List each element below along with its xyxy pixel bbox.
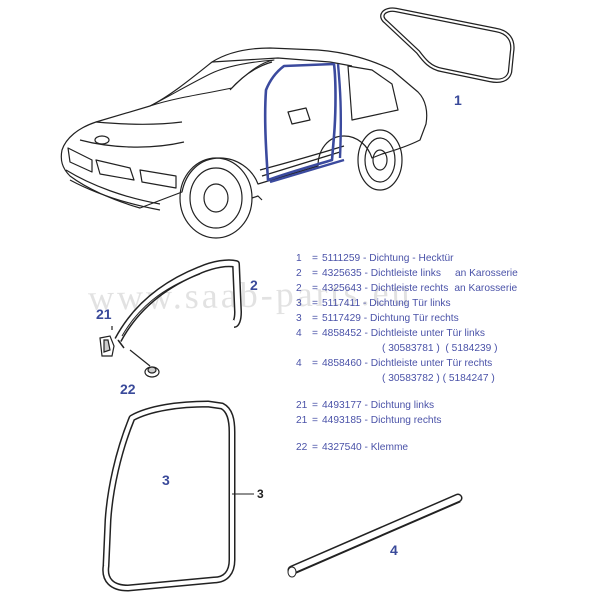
legend-item-number: 1 <box>296 253 302 264</box>
callout-4: 4 <box>390 542 398 558</box>
legend-item-number: 2 <box>296 283 302 294</box>
callout-2: 2 <box>250 277 258 293</box>
legend-row: 2 = 4325643 - Dichtleiste rechts an Karosse… <box>296 281 596 296</box>
legend-location-note: an Karosserie <box>454 283 518 294</box>
legend-item-number: 3 <box>296 298 302 309</box>
callout-22: 22 <box>120 381 136 397</box>
legend-location-note: an Karosserie <box>454 268 518 279</box>
callout-3-outer: 3 <box>257 487 264 501</box>
legend-part-number: 4493177 <box>322 400 362 411</box>
legend-separator: - <box>361 442 371 453</box>
legend-description: Dichtung links <box>370 400 435 411</box>
legend-equals: = <box>312 415 318 426</box>
legend-row: ( 30583781 ) ( 5184239 ) <box>296 341 596 356</box>
legend-item-number: 4 <box>296 358 302 369</box>
body-strip-part <box>114 259 242 349</box>
legend-row: 22 = 4327540 - Klemme <box>296 440 596 455</box>
legend-description: Dichtleiste unter Tür links <box>370 328 485 339</box>
legend-item-number: 21 <box>296 415 308 426</box>
legend-row: ( 30583782 ) ( 5184247 ) <box>296 371 596 386</box>
legend-separator: - <box>360 313 370 324</box>
legend-row: 3 = 5117411 - Dichtung Tür links <box>296 296 596 311</box>
legend-separator: - <box>361 415 371 426</box>
legend-item-number: 22 <box>296 442 308 453</box>
legend-equals: = <box>312 268 318 279</box>
legend-part-number: 4493185 <box>322 415 362 426</box>
legend-part-number: 4858452 <box>322 328 362 339</box>
legend-separator: - <box>361 328 371 339</box>
legend-row: 1 = 5111259 - Dichtung - Hecktür <box>296 251 596 266</box>
legend-equals: = <box>312 298 318 309</box>
legend-part-number: 4325643 <box>322 283 362 294</box>
legend-separator: - <box>361 268 371 279</box>
legend-item-number: 4 <box>296 328 302 339</box>
legend-description: Klemme <box>370 442 409 453</box>
legend-part-number: 4858460 <box>322 358 362 369</box>
legend-gap <box>296 386 596 398</box>
legend-row: 4 = 4858452 - Dichtleiste unter Tür links <box>296 326 596 341</box>
legend-equals: = <box>312 313 318 324</box>
legend-description: Dichtung Tür links <box>369 298 451 309</box>
legend-item-number: 21 <box>296 400 308 411</box>
seal-21-part <box>99 326 115 357</box>
legend-equals: = <box>312 283 318 294</box>
legend-equals: = <box>312 442 318 453</box>
legend-description: Dichtung - Hecktür <box>369 253 454 264</box>
legend-item-number: 2 <box>296 268 302 279</box>
legend-row: 21 = 4493177 - Dichtung links <box>296 398 596 413</box>
legend-part-number: 4327540 <box>322 442 362 453</box>
legend-gap <box>296 428 596 440</box>
legend-separator: - <box>361 400 371 411</box>
legend-equals: = <box>312 400 318 411</box>
legend-description: Dichtleiste rechts <box>370 283 449 294</box>
legend-separator: - <box>360 253 370 264</box>
legend-part-number: 4325635 <box>322 268 362 279</box>
legend-alt-numbers: ( 30583781 ) ( 5184239 ) <box>382 343 498 354</box>
legend-description: Dichtleiste links <box>370 268 441 279</box>
legend-alt-numbers: ( 30583782 ) ( 5184247 ) <box>382 373 495 384</box>
callout-3-inner: 3 <box>162 472 170 488</box>
legend-row: 3 = 5117429 - Dichtung Tür rechts <box>296 311 596 326</box>
legend-separator: - <box>361 358 371 369</box>
door-seal-part <box>102 400 254 592</box>
sill-strip-part <box>287 493 463 578</box>
legend-item-number: 3 <box>296 313 302 324</box>
legend-row: 21 = 4493185 - Dichtung rechts <box>296 413 596 428</box>
legend-row: 4 = 4858460 - Dichtleiste unter Tür rechts <box>296 356 596 371</box>
legend-part-number: 5117411 <box>322 298 361 309</box>
legend-separator: - <box>361 283 371 294</box>
tailgate-seal-part <box>380 7 515 83</box>
legend-equals: = <box>312 358 318 369</box>
legend-part-number: 5111259 <box>322 253 361 264</box>
clip-22-part <box>129 349 160 378</box>
legend-description: Dichtleiste unter Tür rechts <box>370 358 493 369</box>
door-seal-highlight <box>263 62 337 182</box>
legend-row: 2 = 4325635 - Dichtleiste links an Karosser… <box>296 266 596 281</box>
legend-part-number: 5117429 <box>322 313 361 324</box>
legend-equals: = <box>312 328 318 339</box>
legend-description: Dichtung rechts <box>370 415 442 426</box>
callout-21: 21 <box>96 306 112 322</box>
legend-description: Dichtung Tür rechts <box>369 313 459 324</box>
callout-1: 1 <box>454 92 462 108</box>
legend-equals: = <box>312 253 318 264</box>
car-illustration <box>60 47 428 239</box>
legend-separator: - <box>360 298 370 309</box>
